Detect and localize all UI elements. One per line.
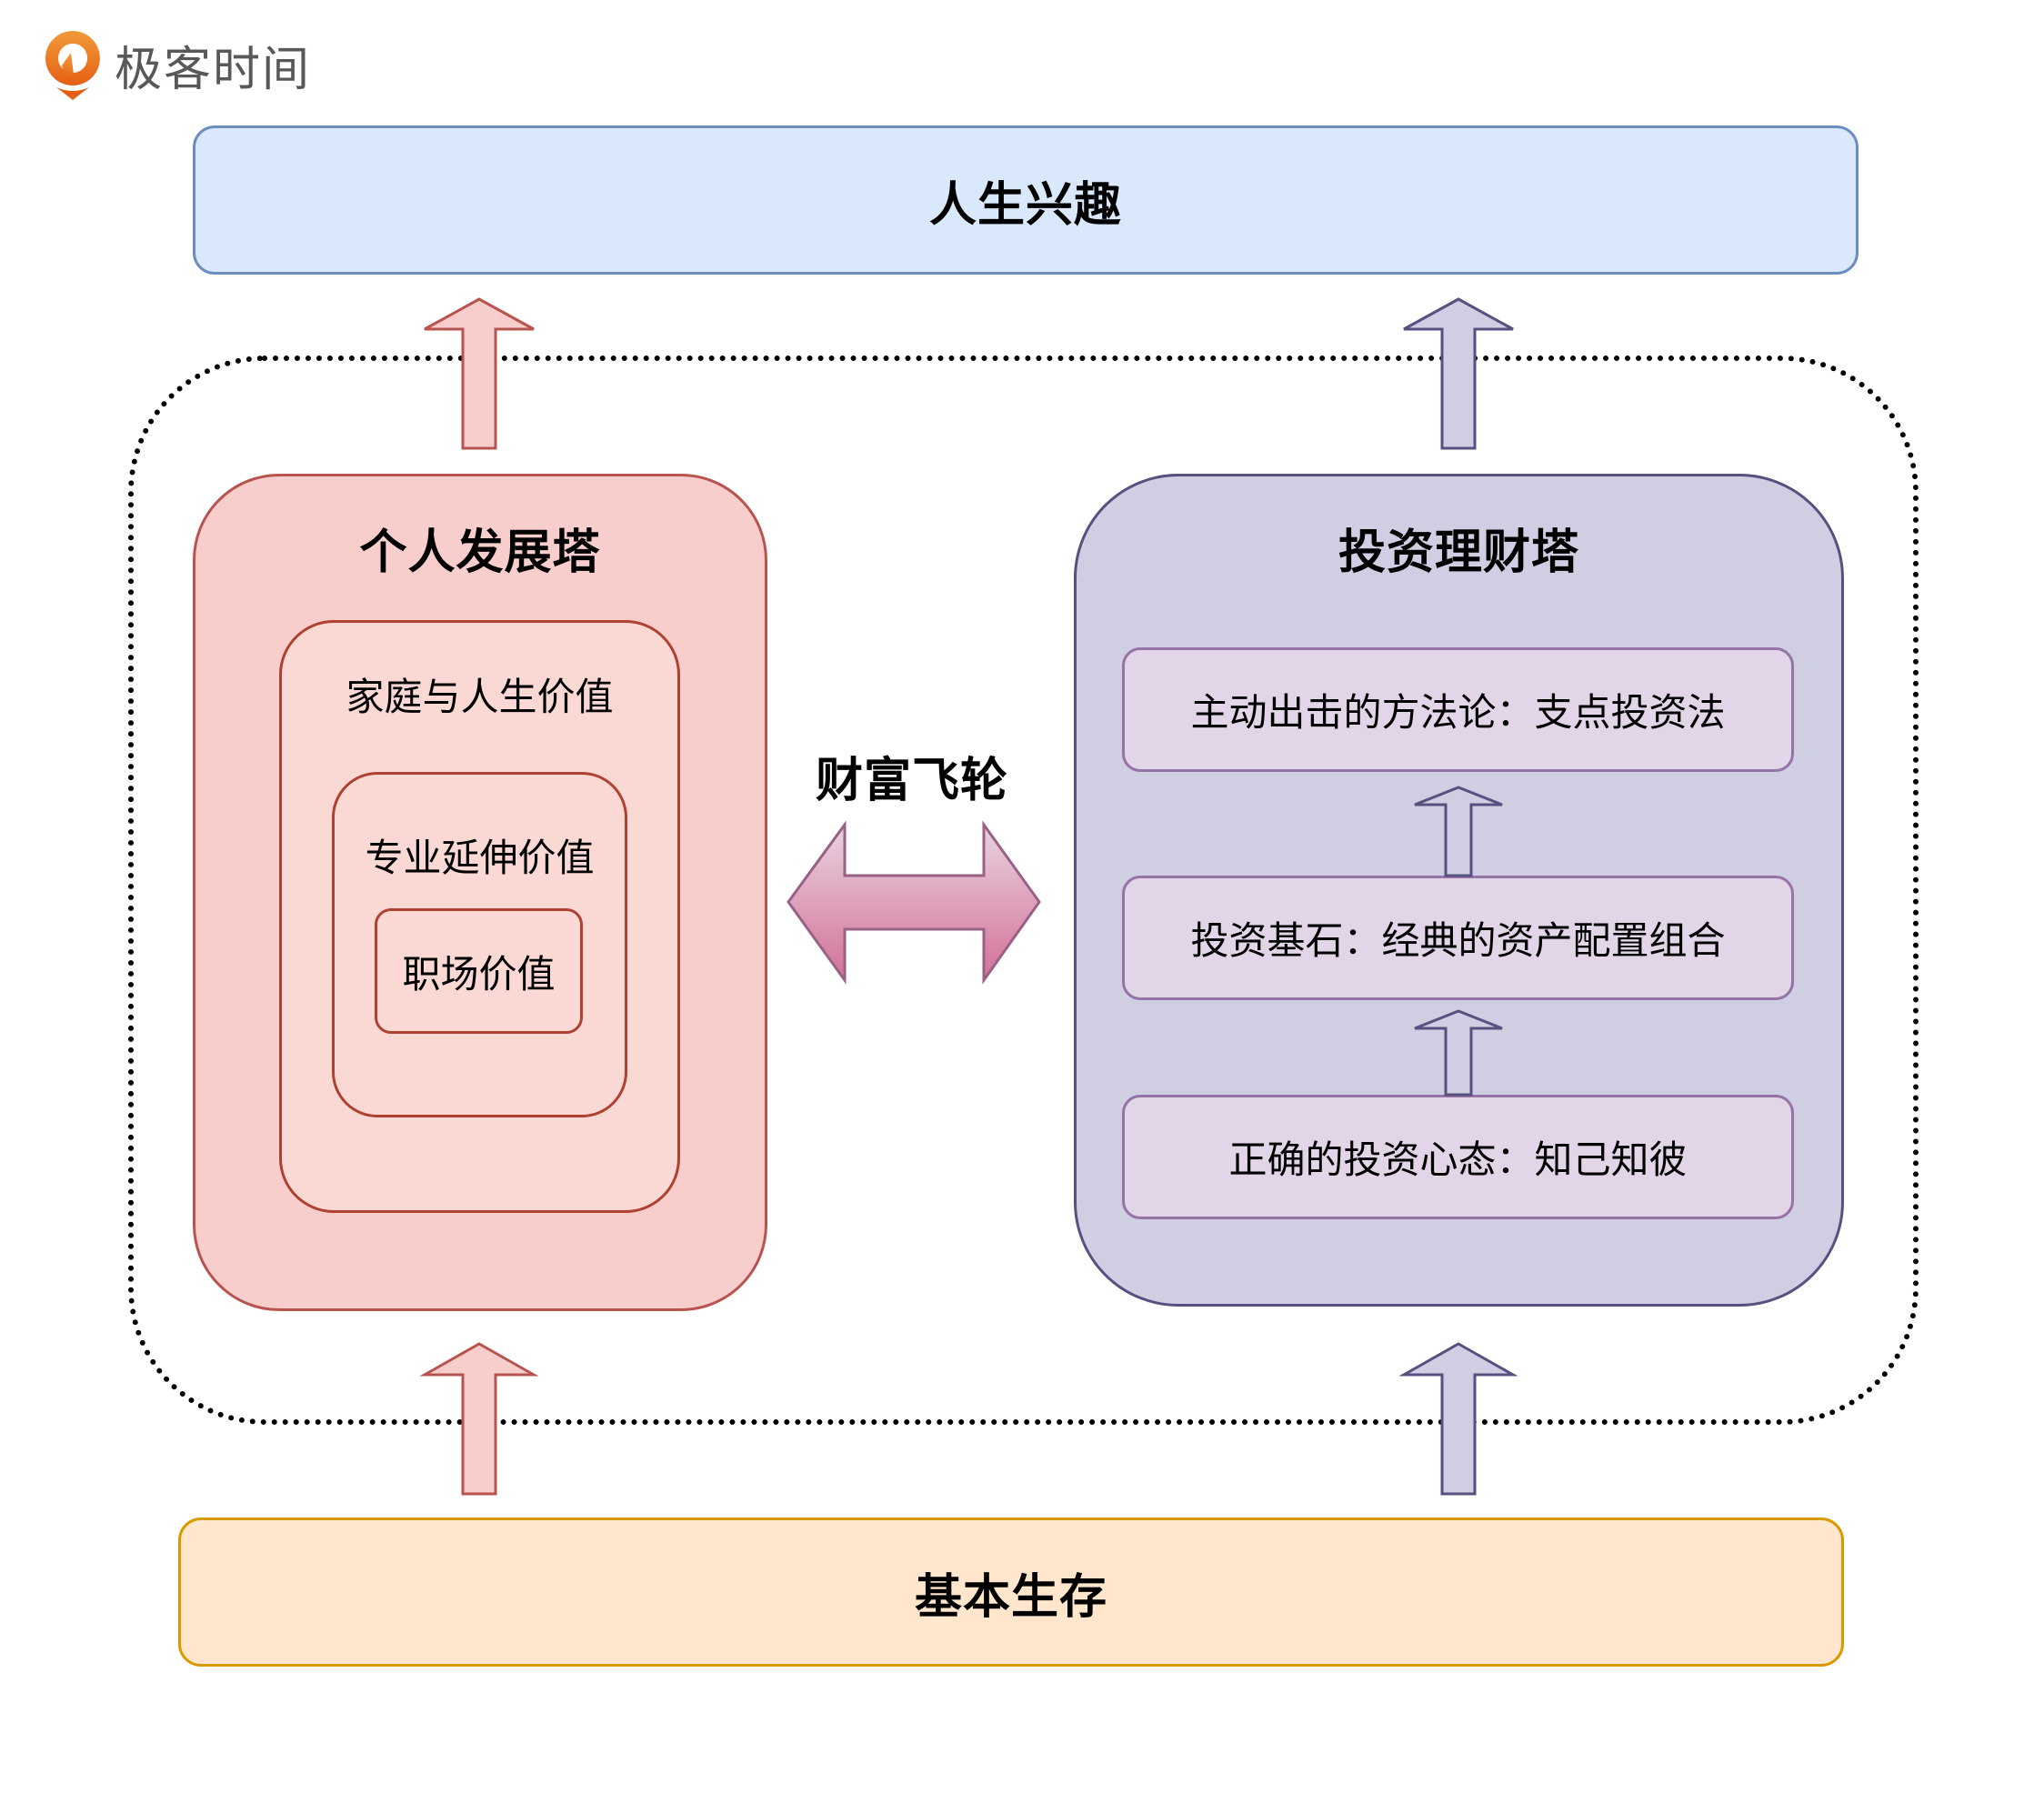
investment-item-label: 主动出击的方法论：支点投资法	[1190, 690, 1726, 735]
geektime-logo: 极客时间	[44, 29, 311, 100]
family-life-value-label: 家庭与人生价值	[346, 674, 614, 719]
investment-item-label: 正确的投资心态：知己知彼	[1228, 1137, 1688, 1182]
logo-text: 极客时间	[115, 42, 312, 97]
basic-survival-box: 基本生存	[178, 1518, 1844, 1667]
investment-tower-title: 投资理财塔	[1338, 525, 1579, 580]
basic-survival-label: 基本生存	[914, 1569, 1107, 1625]
double-headed-arrow-icon	[787, 820, 1041, 985]
up-arrow-icon	[1414, 786, 1503, 877]
flywheel-frame	[128, 356, 1919, 1425]
investment-item-methodology: 主动出击的方法论：支点投资法	[1122, 647, 1794, 772]
investment-item-label: 投资基石：经典的资产配置组合	[1190, 918, 1726, 963]
geektime-logo-icon	[45, 31, 100, 100]
up-arrow-icon	[1403, 297, 1514, 450]
up-arrow-icon	[424, 297, 535, 450]
workplace-value-label: 职场价值	[402, 951, 556, 997]
up-arrow-icon	[1398, 1342, 1518, 1496]
investment-item-mindset: 正确的投资心态：知己知彼	[1122, 1095, 1794, 1219]
investment-item-cornerstone: 投资基石：经典的资产配置组合	[1122, 876, 1794, 1000]
personal-tower-title: 个人发展塔	[359, 525, 601, 580]
up-arrow-icon	[1414, 1009, 1503, 1097]
workplace-value-box: 职场价值	[375, 908, 583, 1034]
up-arrow-icon	[419, 1342, 539, 1496]
professional-extension-value-label: 专业延伸价值	[365, 835, 595, 880]
life-interest-box: 人生兴趣	[193, 125, 1859, 275]
wealth-flywheel-label: 财富飞轮	[815, 753, 1008, 808]
life-interest-label: 人生兴趣	[928, 177, 1122, 233]
